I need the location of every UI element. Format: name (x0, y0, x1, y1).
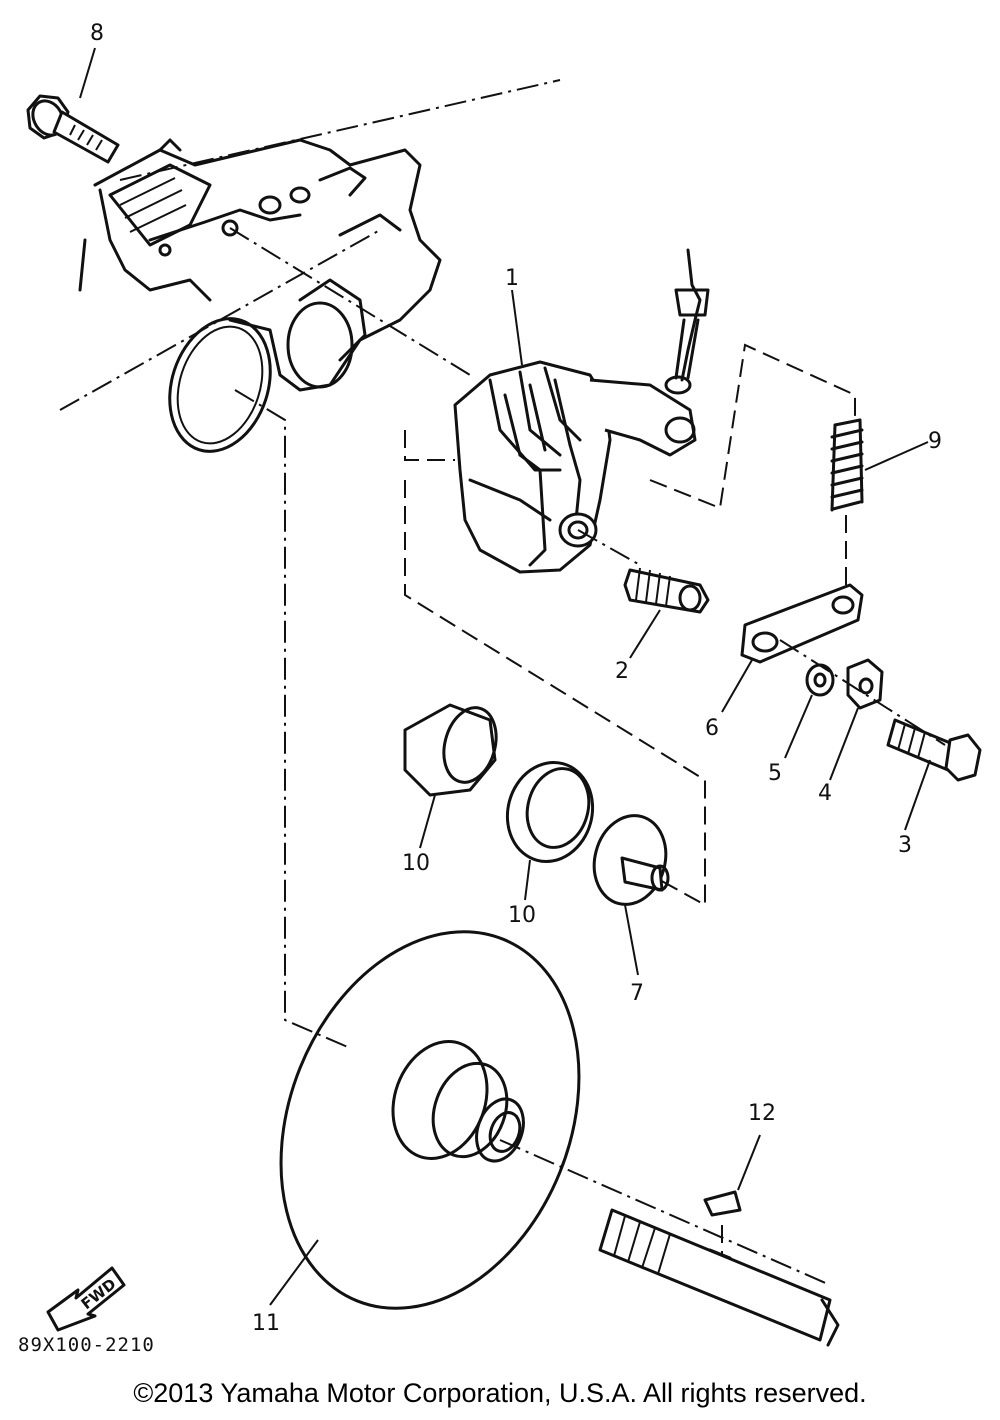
part-10-bushing-a (403, 703, 498, 849)
assembly-guide-lines (59, 79, 946, 1286)
callout-1: 1 (505, 266, 519, 291)
copyright-notice: ©2013 Yamaha Motor Corporation, U.S.A. A… (133, 1378, 867, 1408)
callout-labels: 8 1 9 2 6 5 4 3 10 10 7 12 11 (90, 21, 942, 1336)
callout-7: 7 (630, 981, 644, 1006)
callout-8: 8 (90, 21, 104, 46)
splined-shaft (598, 1208, 840, 1347)
part-10-bushing-b (505, 760, 595, 901)
part-11-primary-sheave (269, 930, 581, 1310)
part-4-nut (829, 658, 884, 781)
part-5-washer (784, 663, 835, 759)
callout-10-second: 10 (508, 903, 536, 928)
part-9-spring (830, 418, 929, 512)
part-12-woodruff-key (703, 1134, 761, 1217)
drawing-code: 89X100-2210 (18, 1334, 155, 1356)
part-7-collar (592, 814, 670, 976)
callout-12: 12 (748, 1101, 776, 1126)
callout-9: 9 (928, 429, 942, 454)
callout-10-first: 10 (402, 851, 430, 876)
part-3-hex-bolt (886, 718, 982, 831)
forward-arrow-icon: FWD (46, 1266, 126, 1332)
callout-4: 4 (818, 781, 832, 806)
control-rod (664, 248, 710, 395)
callout-3: 3 (898, 833, 912, 858)
part-6-link-plate (721, 583, 864, 713)
part-1-lever-housing (453, 289, 697, 574)
oval-gasket (168, 317, 272, 453)
callout-5: 5 (768, 761, 782, 786)
callout-11: 11 (252, 1311, 280, 1336)
callout-6: 6 (705, 716, 719, 741)
callout-2: 2 (615, 659, 629, 684)
part-2-adjuster-screw (623, 567, 710, 659)
part-8-flange-bolt (26, 47, 120, 164)
